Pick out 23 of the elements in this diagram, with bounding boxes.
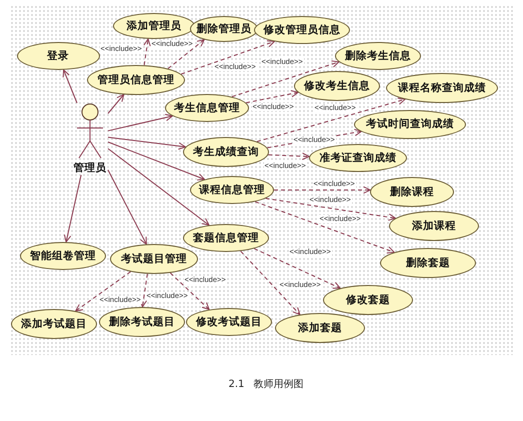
dashed-arrow — [256, 98, 406, 142]
dashed-arrow — [231, 60, 340, 98]
arrow — [108, 114, 173, 132]
dashed-arrow — [180, 40, 275, 75]
dashed-arrow — [143, 38, 151, 66]
dashed-arrow — [168, 39, 205, 70]
dashed-arrow — [240, 250, 300, 316]
dashed-arrow — [254, 201, 395, 254]
figure-caption: 2.1 教师用例图 — [228, 379, 304, 391]
dashed-arrow — [265, 198, 396, 221]
actor-label: 管理员 — [74, 162, 106, 174]
arrow — [108, 148, 210, 226]
dashed-arrow — [170, 272, 210, 310]
dashed-arrow — [274, 186, 371, 194]
dashed-arrow — [140, 273, 148, 308]
dashed-arrow — [75, 271, 132, 312]
arrow — [108, 142, 206, 180]
arrow — [108, 169, 147, 245]
arrow — [108, 94, 124, 114]
dashed-arrow — [246, 90, 299, 104]
dashed-arrow — [254, 248, 341, 289]
arrow — [108, 136, 186, 150]
dashed-arrow — [268, 152, 310, 160]
